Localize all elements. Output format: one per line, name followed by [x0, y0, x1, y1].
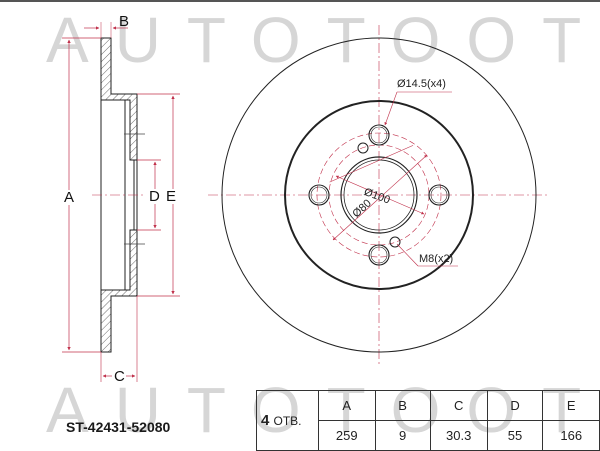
watermark-top: AUTOTOOT: [46, 4, 600, 76]
label-a: A: [64, 189, 75, 206]
label-e: E: [166, 188, 177, 205]
header-b: B: [374, 390, 431, 421]
value-e: 166: [542, 420, 600, 451]
value-c: 30.3: [429, 420, 488, 451]
value-b: 9: [374, 420, 431, 451]
label-d: D: [149, 188, 160, 205]
value-a: 259: [318, 420, 376, 451]
part-number: ST-42431-52080: [66, 419, 171, 435]
top-border: [0, 0, 600, 2]
side-view: [62, 22, 180, 382]
header-e: E: [542, 390, 600, 421]
header-c: C: [429, 390, 488, 421]
header-d: D: [486, 390, 544, 421]
bolt-hole-annotation: Ø14.5(x4): [397, 78, 446, 90]
spec-table: 4 ОТВ. A B C D E 259 9 30.3 55 166: [256, 390, 600, 451]
holes-cell: 4 ОТВ.: [256, 390, 319, 451]
label-b: B: [119, 13, 130, 30]
header-a: A: [318, 390, 376, 421]
thread-annotation: M8(x2): [419, 253, 454, 265]
value-d: 55: [486, 420, 544, 451]
holes-suffix: ОТВ.: [273, 414, 302, 428]
holes-count: 4: [261, 412, 270, 429]
front-view: [208, 25, 550, 365]
label-c: C: [114, 368, 125, 385]
